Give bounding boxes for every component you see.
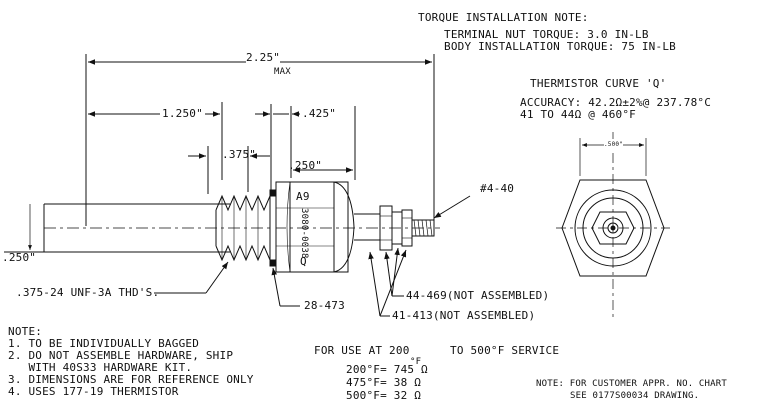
marking-top: A9 bbox=[296, 190, 310, 203]
note-item: 3. DIMENSIONS ARE FOR REFERENCE ONLY bbox=[8, 373, 254, 386]
dim-425: .425" bbox=[300, 107, 339, 120]
marking-bottom: Q bbox=[300, 255, 307, 268]
overall-length-dim: 2.25" bbox=[246, 51, 281, 64]
stud-thread-callout: #4-40 bbox=[480, 182, 515, 195]
dim-375: .375" bbox=[222, 148, 257, 161]
resistance-table-row: 200°F= 745 Ω bbox=[346, 363, 428, 376]
thermistor-range: 41 TO 44Ω @ 460°F bbox=[520, 108, 636, 121]
customer-approval-note: NOTE: FOR CUSTOMER APPR. NO. CHART bbox=[536, 379, 728, 389]
washer-callout: 28-473 bbox=[304, 299, 345, 312]
overall-length-max: MAX bbox=[274, 67, 291, 77]
resistance-table-row: 475°F= 38 Ω bbox=[346, 376, 422, 389]
body-thread-callout: .375-24 UNF-3A THD'S. bbox=[16, 286, 160, 299]
dim-250-hex: .250" bbox=[288, 159, 323, 172]
service-range-unit: °F bbox=[410, 357, 422, 367]
torque-note-title: TORQUE INSTALLATION NOTE: bbox=[418, 11, 589, 24]
terminal-nut-torque: TERMINAL NUT TORQUE: 3.0 IN-LB bbox=[444, 28, 649, 41]
note-item: 2. DO NOT ASSEMBLE HARDWARE, SHIP bbox=[8, 349, 234, 362]
nut-callout-44-469: 44-469(NOT ASSEMBLED) bbox=[406, 289, 550, 302]
resistance-table-row: 500°F= 32 Ω bbox=[346, 389, 422, 402]
thermistor-curve-title: THERMISTOR CURVE 'Q' bbox=[530, 77, 667, 90]
dim-250-diameter: .250" bbox=[2, 251, 37, 264]
note-item: WITH 40S33 HARDWARE KIT. bbox=[8, 361, 193, 374]
notes-title: NOTE: bbox=[8, 325, 43, 338]
dim-1250: 1.250" bbox=[160, 107, 205, 120]
customer-approval-note-ref: SEE 0177S00034 DRAWING. bbox=[570, 391, 700, 401]
thermistor-accuracy: ACCURACY: 42.2Ω±2%@ 237.78°C bbox=[520, 96, 712, 109]
marking-part-number: 3080-0038 bbox=[299, 208, 309, 259]
service-range-start: FOR USE AT 200 bbox=[314, 344, 410, 357]
note-item: 1. TO BE INDIVIDUALLY BAGGED bbox=[8, 337, 200, 350]
body-installation-torque: BODY INSTALLATION TORQUE: 75 IN-LB bbox=[444, 40, 676, 53]
service-range-end: TO 500°F SERVICE bbox=[450, 344, 560, 357]
note-item: 4. USES 177-19 THERMISTOR bbox=[8, 385, 179, 398]
nut-callout-41-413: 41-413(NOT ASSEMBLED) bbox=[392, 309, 536, 322]
hex-width-dim: .500" bbox=[604, 139, 624, 151]
